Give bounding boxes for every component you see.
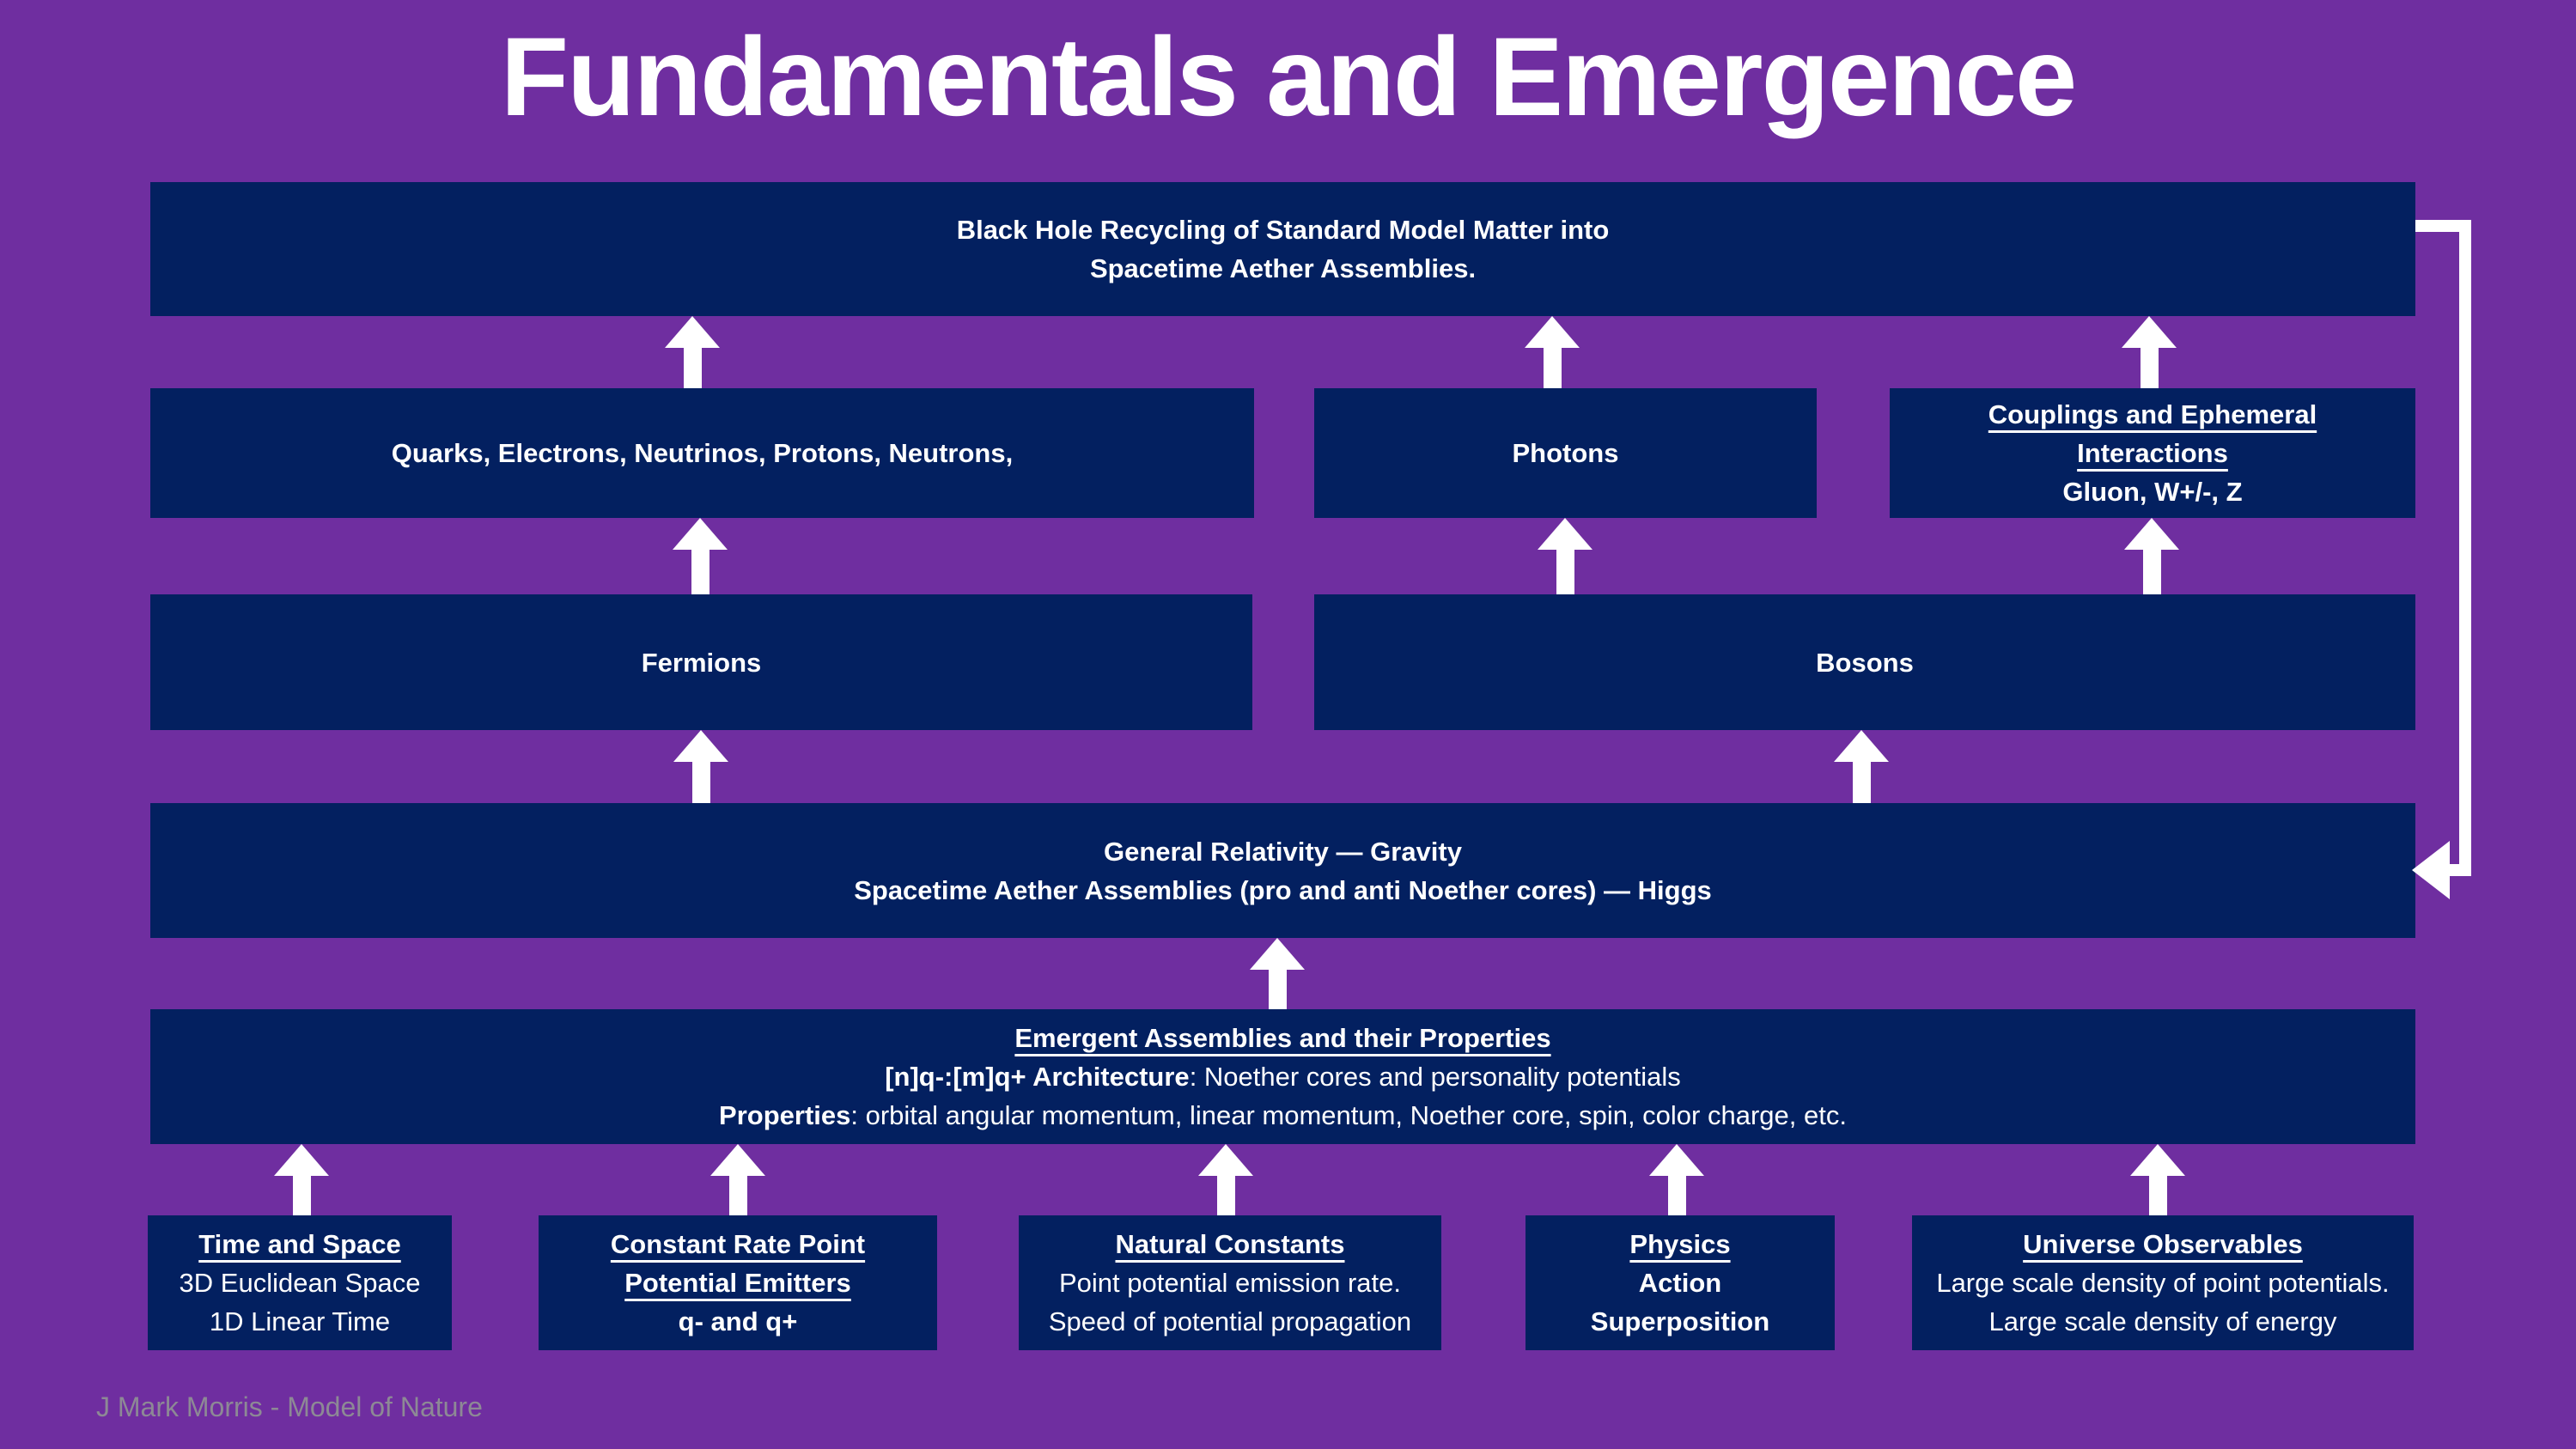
box-gr-line1: General Relativity — Gravity: [1104, 836, 1462, 867]
box-constants-line2: Speed of potential propagation: [1048, 1306, 1412, 1336]
box-quarks-electrons: Quarks, Electrons, Neutrinos, Protons, N…: [150, 388, 1254, 518]
box-gr-line2: Spacetime Aether Assemblies (pro and ant…: [854, 874, 1712, 905]
page-title: Fundamentals and Emergence: [500, 14, 2078, 139]
arrow-stem: [1667, 1176, 1686, 1215]
feedback-connector-bottom-segment: [2446, 864, 2471, 876]
arrow-head: [274, 1144, 329, 1176]
box-constants-line1: Point potential emission rate.: [1058, 1268, 1402, 1298]
box-observables-title: Universe Observables: [2023, 1229, 2303, 1259]
arrow-head: [665, 316, 720, 348]
arrow-stem: [1543, 348, 1562, 388]
box-quarks-label: Quarks, Electrons, Neutrinos, Protons, N…: [391, 438, 1014, 468]
box-couplings-title: Couplings and Ephemeral Interactions: [1988, 399, 2317, 468]
box-time-space-line2: 1D Linear Time: [209, 1306, 391, 1336]
arrow-head: [2124, 518, 2179, 550]
arrow-head: [710, 1144, 765, 1176]
box-constants-title: Natural Constants: [1115, 1229, 1345, 1259]
up-arrow-icon: [1538, 518, 1592, 594]
box-time-space-line1: 3D Euclidean Space: [179, 1268, 421, 1298]
box-couplings-subtitle: Gluon, W+/-, Z: [2062, 477, 2243, 507]
arrow-head: [673, 730, 728, 762]
box-couplings: Couplings and Ephemeral Interactions Glu…: [1890, 388, 2415, 518]
box-emergent-properties-rest: : orbital angular momentum, linear momen…: [850, 1100, 1847, 1130]
box-universe-observables: Universe Observables Large scale density…: [1912, 1215, 2414, 1350]
box-emitters-line1: q- and q+: [678, 1306, 798, 1336]
up-arrow-icon: [2130, 1144, 2185, 1215]
box-fermions: Fermions: [150, 594, 1252, 730]
arrow-head: [2130, 1144, 2185, 1176]
arrow-head: [1198, 1144, 1253, 1176]
box-black-hole-line2: Spacetime Aether Assemblies.: [1089, 253, 1477, 283]
up-arrow-icon: [673, 730, 728, 803]
feedback-arrow-icon: [2412, 841, 2450, 899]
feedback-connector-vertical-segment: [2459, 220, 2471, 876]
up-arrow-icon: [710, 1144, 765, 1215]
arrow-stem: [691, 550, 709, 594]
box-natural-constants: Natural Constants Point potential emissi…: [1019, 1215, 1441, 1350]
box-physics: Physics Action Superposition: [1526, 1215, 1835, 1350]
arrow-head: [1525, 316, 1580, 348]
box-photons: Photons: [1314, 388, 1817, 518]
up-arrow-icon: [274, 1144, 329, 1215]
up-arrow-icon: [1198, 1144, 1253, 1215]
box-time-and-space: Time and Space 3D Euclidean Space 1D Lin…: [148, 1215, 452, 1350]
box-observables-line2: Large scale density of energy: [1988, 1306, 2337, 1336]
up-arrow-icon: [673, 518, 728, 594]
box-physics-line1: Action: [1638, 1268, 1722, 1298]
up-arrow-icon: [1250, 938, 1305, 1009]
arrow-stem: [1556, 550, 1574, 594]
arrow-stem: [1268, 970, 1287, 1009]
arrow-head: [1649, 1144, 1704, 1176]
up-arrow-icon: [665, 316, 720, 388]
arrow-stem: [2142, 550, 2161, 594]
arrow-head: [673, 518, 728, 550]
box-emergent-architecture-line: [n]q-:[m]q+ Architecture: Noether cores …: [885, 1057, 1681, 1096]
box-bosons-label: Bosons: [1816, 647, 1914, 678]
arrow-stem: [2148, 1176, 2167, 1215]
feedback-connector-top-segment: [2415, 220, 2471, 232]
box-constant-rate-emitters: Constant Rate Point Potential Emitters q…: [539, 1215, 937, 1350]
box-emergent-assemblies: Emergent Assemblies and their Properties…: [150, 1009, 2415, 1144]
box-emergent-architecture-rest: : Noether cores and personality potentia…: [1189, 1062, 1681, 1092]
box-observables-line1: Large scale density of point potentials.: [1936, 1268, 2390, 1298]
up-arrow-icon: [1525, 316, 1580, 388]
box-emergent-properties-line: Properties: orbital angular momentum, li…: [719, 1096, 1847, 1135]
up-arrow-icon: [2122, 316, 2177, 388]
arrow-stem: [728, 1176, 747, 1215]
arrow-head: [2122, 316, 2177, 348]
up-arrow-icon: [1649, 1144, 1704, 1215]
box-general-relativity: General Relativity — Gravity Spacetime A…: [150, 803, 2415, 938]
arrow-stem: [691, 762, 710, 803]
box-bosons: Bosons: [1314, 594, 2415, 730]
up-arrow-icon: [2124, 518, 2179, 594]
box-emitters-title: Constant Rate Point Potential Emitters: [610, 1229, 866, 1298]
box-emergent-title: Emergent Assemblies and their Properties: [1014, 1023, 1551, 1053]
box-physics-line2: Superposition: [1590, 1306, 1770, 1336]
arrow-head: [1250, 938, 1305, 970]
credit-text: J Mark Morris - Model of Nature: [96, 1391, 483, 1422]
arrow-stem: [683, 348, 702, 388]
box-emergent-architecture-label: [n]q-:[m]q+ Architecture: [885, 1062, 1190, 1092]
box-emergent-properties-label: Properties: [719, 1100, 851, 1130]
arrow-head: [1834, 730, 1889, 762]
arrow-head: [1538, 518, 1592, 550]
box-black-hole-line1: Black Hole Recycling of Standard Model M…: [956, 215, 1610, 245]
arrow-stem: [1216, 1176, 1235, 1215]
box-black-hole-recycling: Black Hole Recycling of Standard Model M…: [150, 182, 2415, 316]
up-arrow-icon: [1834, 730, 1889, 803]
arrow-stem: [1852, 762, 1871, 803]
box-fermions-label: Fermions: [641, 647, 762, 678]
box-physics-title: Physics: [1629, 1229, 1731, 1259]
box-time-space-title: Time and Space: [198, 1229, 401, 1259]
arrow-stem: [2140, 348, 2159, 388]
arrow-stem: [292, 1176, 311, 1215]
box-photons-label: Photons: [1512, 438, 1619, 468]
